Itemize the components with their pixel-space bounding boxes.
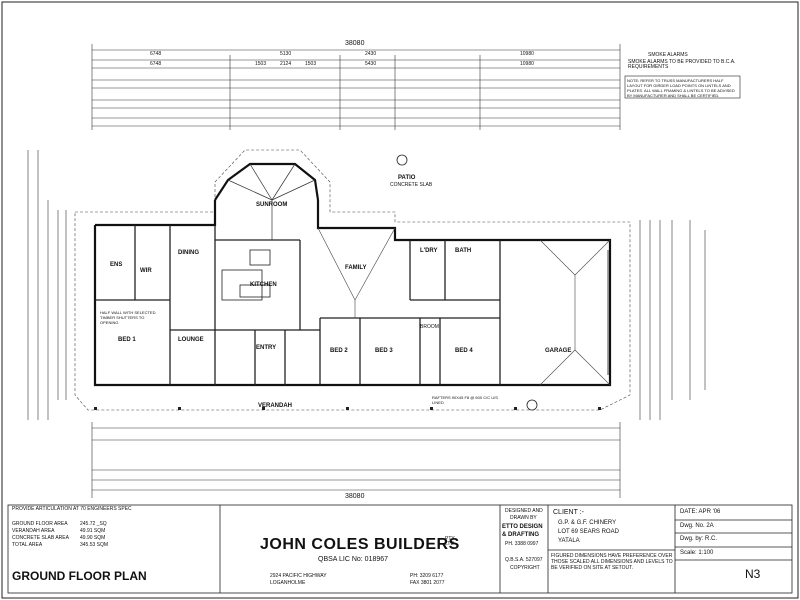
room-lounge: LOUNGE [178, 337, 204, 343]
top-dim-1: 6748 [150, 51, 162, 57]
designer-name: ETTO DESIGN [502, 524, 543, 530]
room-bed3: BED 3 [375, 348, 393, 354]
smoke-alarm-note: SMOKE ALARMS TO BE PROVIDED TO B.C.A. RE… [628, 59, 736, 70]
area-value-verandah: 49.91 SQM [80, 528, 106, 534]
room-bed1: BED 1 [118, 337, 136, 343]
kitchen-benches [221, 249, 271, 301]
room-laundry: L'DRY [420, 248, 438, 254]
client-line1: G.P. & G.F. CHINERY [558, 520, 617, 526]
room-bath: BATH [455, 248, 472, 254]
designer-line1: DESIGNED AND [505, 508, 543, 514]
area-value-ground: 245.72 _SQ [80, 521, 107, 527]
sheet-dwg-no: Dwg. No. 2A [680, 523, 714, 529]
area-label-ground: GROUND FLOOR AREA [12, 521, 68, 527]
designer-line2: DRAWN BY [510, 515, 537, 521]
top-dim-6: 1503 [255, 61, 267, 67]
smoke-alarm-legend: SMOKE ALARMS [648, 52, 688, 58]
builder-name: JOHN COLES BUILDERS [260, 536, 460, 553]
room-bed4: BED 4 [455, 348, 473, 354]
internal-walls [95, 225, 501, 385]
designer-name-2: & DRAFTING [502, 532, 539, 538]
room-bed2: BED 2 [330, 348, 348, 354]
builder-address-2: LOGANHOLME [270, 580, 306, 586]
room-sunroom: SUNROOM [256, 202, 288, 208]
room-patio: PATIO [398, 175, 416, 181]
sheet-date: DATE: APR '06 [680, 509, 721, 515]
sunroom-roof-hips [227, 163, 316, 240]
sheet-scale: Scale: 1:100 [680, 550, 714, 556]
room-kitchen: KITCHEN [250, 282, 277, 288]
left-dimension-lines [27, 150, 67, 420]
top-dim-9: 5430 [365, 61, 377, 67]
section-marker [396, 154, 538, 411]
half-wall-note: HALF WALL WITH SELECTED TIMBER SHUTTERS … [100, 310, 156, 325]
room-ens: ENS [110, 262, 123, 268]
room-verandah: VERANDAH [258, 403, 293, 409]
area-label-verandah: VERANDAH AREA [12, 528, 55, 534]
top-dim-4: 10980 [520, 51, 534, 57]
client-heading: CLIENT :- [553, 509, 584, 516]
top-dim-3: 2430 [365, 51, 377, 57]
top-dim-7: 2124 [280, 61, 292, 67]
area-label-total: TOTAL AREA [12, 542, 43, 548]
overall-dimension-bottom: 38080 [345, 493, 365, 500]
builder-phone: PH: 3209 6177 [410, 573, 444, 579]
verandah-posts [94, 407, 601, 410]
builder-fax: FAX 3801 2077 [410, 580, 445, 586]
area-value-total: 345.53 SQM [80, 542, 109, 548]
designer-phone: PH. 3388 0997 [505, 541, 539, 547]
notes-box [624, 75, 741, 99]
roof-hip-lines [317, 227, 611, 386]
client-line2: LOT 69 SEARS ROAD [558, 529, 619, 535]
area-value-slab: 49.90 SQM [80, 535, 106, 541]
top-dim-2: 5130 [280, 51, 292, 57]
articulation-note: PROVIDE ARTICULATION AT 70 ENGINEERS SPE… [12, 506, 132, 512]
sheet-number: N3 [745, 567, 761, 581]
overall-dimension: 38080 [345, 40, 365, 47]
top-dim-5: 6748 [150, 61, 162, 67]
room-wir: WIR [140, 268, 152, 274]
area-label-slab: CONCRETE SLAB AREA [12, 535, 69, 541]
rafters-note: RAFTERS 90X45 F8 @ 600 C/C U/S LINED [432, 395, 498, 405]
designer-copyright: COPYRIGHT [510, 565, 540, 571]
client-note: FIGURED DIMENSIONS HAVE PREFERENCE OVER … [551, 553, 673, 571]
room-dining: DINING [178, 250, 199, 256]
builder-suffix: PTY LTD [445, 536, 455, 547]
room-broom: BROOM [420, 324, 439, 330]
right-dimension-lines [639, 220, 706, 420]
top-dimension-lines [91, 44, 621, 130]
patio-subtitle: CONCRETE SLAB [390, 182, 433, 188]
room-garage: GARAGE [545, 348, 572, 354]
title-block-frame [7, 504, 793, 594]
builder-qbsa: QBSA LIC No: 018967 [318, 556, 389, 563]
sheet-dwg-by: Dwg. by: R.C. [680, 536, 718, 542]
roof-outline [74, 149, 631, 411]
bottom-dimension-lines [91, 422, 621, 498]
external-walls [93, 162, 612, 387]
builder-address-1: 2924 PACIFIC HIGHWAY [270, 573, 327, 579]
room-entry: ENTRY [256, 345, 277, 351]
top-dim-10: 10980 [520, 61, 534, 67]
room-family: FAMILY [345, 265, 367, 271]
sheet-title: GROUND FLOOR PLAN [12, 569, 147, 583]
client-line3: YATALA [558, 538, 580, 544]
truss-note: NOTE: REFER TO TRUSS MANUFACTURERS HALF … [627, 78, 735, 98]
top-dim-8: 1503 [305, 61, 317, 67]
designer-qbsa: Q.B.S.A. 527097 [505, 557, 543, 563]
